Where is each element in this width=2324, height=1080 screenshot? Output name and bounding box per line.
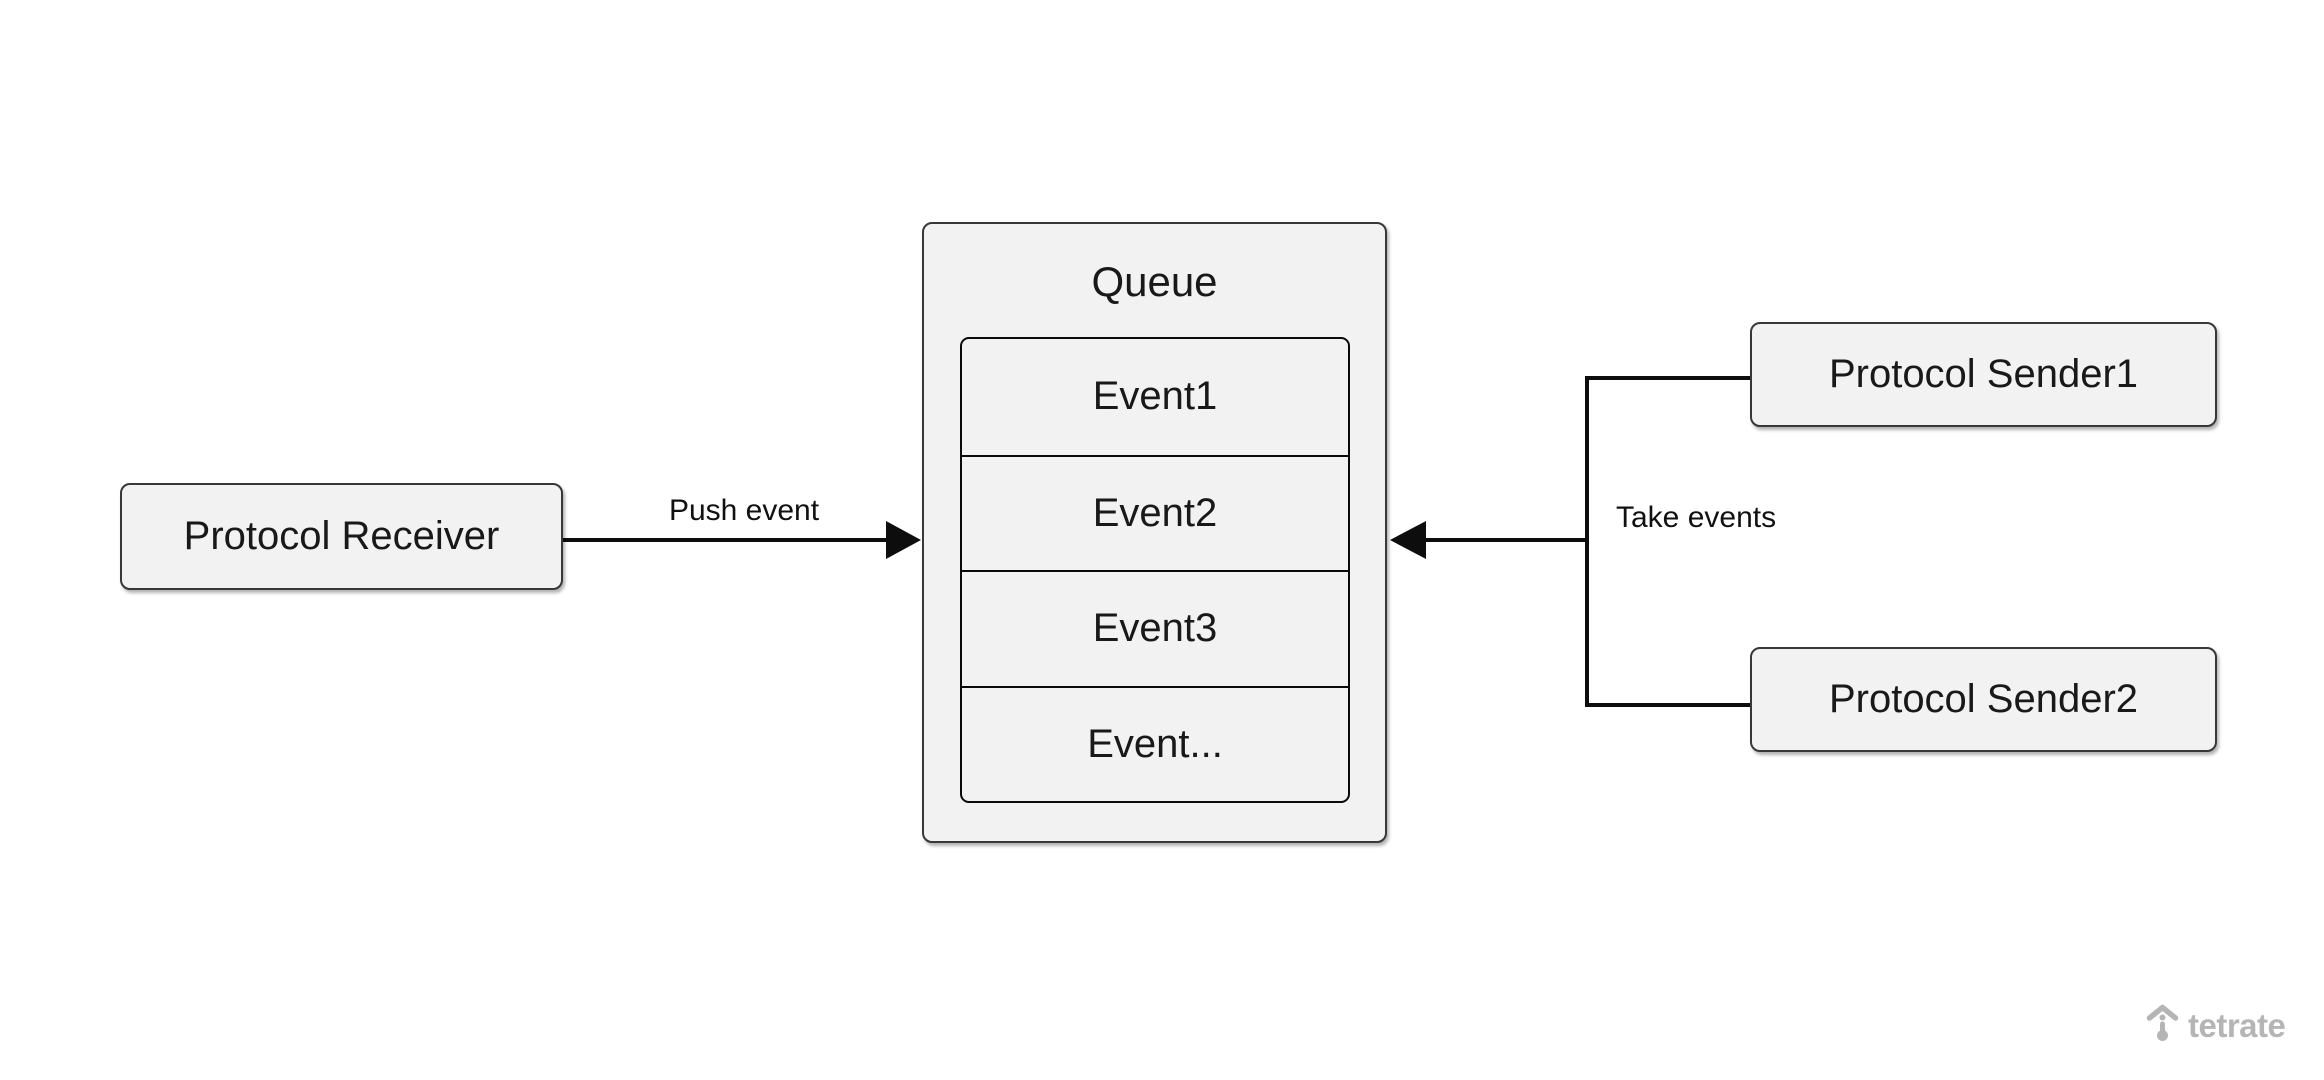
tetrate-tree-icon — [2146, 1004, 2179, 1041]
node-label: Protocol Receiver — [183, 514, 500, 558]
node-label: Protocol Sender1 — [1828, 352, 2139, 396]
node-label: Protocol Sender2 — [1828, 677, 2139, 721]
push-event-edge-label: Push event — [668, 494, 820, 527]
queue-title: Queue — [1091, 258, 1218, 305]
take-arrowhead — [1390, 521, 1426, 559]
node-protocol-sender2: Protocol Sender2 — [1750, 647, 2217, 752]
take-events-edge-label: Take events — [1616, 501, 1777, 534]
queue-event-stack: Event1 Event2 Event3 Event... — [960, 337, 1350, 803]
node-protocol-sender1: Protocol Sender1 — [1750, 322, 2217, 427]
queue-event-row: Event3 — [962, 570, 1348, 686]
queue-event-row: Event2 — [962, 454, 1348, 571]
node-queue: Queue Event1 Event2 Event3 Event... — [922, 222, 1387, 843]
queue-event-row: Event1 — [1092, 374, 1218, 419]
push-arrowhead — [886, 521, 921, 559]
queue-event-row: Event... — [962, 685, 1348, 802]
tetrate-logo-text: tetrate — [2188, 1006, 2286, 1044]
node-protocol-receiver: Protocol Receiver — [120, 483, 563, 590]
tetrate-logo: tetrate — [2146, 1000, 2286, 1046]
sender-bracket-line — [1585, 376, 1750, 707]
